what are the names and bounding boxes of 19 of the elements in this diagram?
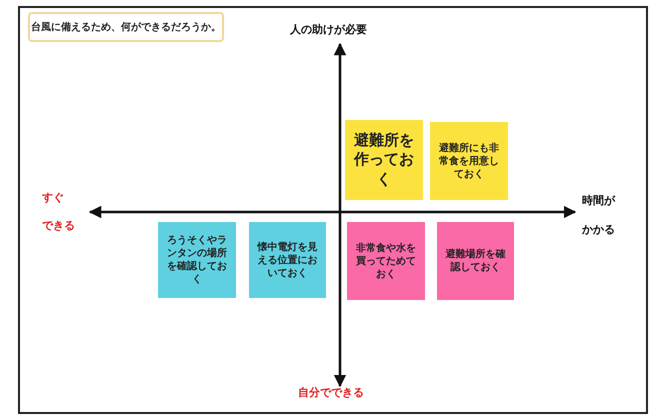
note-text: 非常食や水を買ってためておく — [355, 242, 417, 280]
sticky-note — [347, 222, 425, 300]
axis-label: 自分でできる — [298, 385, 364, 400]
note-text: 避難場所を確認しておく — [444, 248, 506, 274]
sticky-note — [158, 222, 236, 298]
title: 台風に備えるため、何ができるだろうか。 — [28, 12, 224, 42]
axis-label: かかる — [582, 222, 615, 237]
note-text: 避難所を作っておく — [352, 130, 415, 190]
sticky-note — [437, 222, 514, 300]
axis-label: すぐ — [42, 190, 64, 205]
sticky-note — [249, 222, 326, 298]
note-text: 懐中電灯を見える位置においておく — [256, 240, 318, 280]
axis-label: できる — [42, 218, 75, 233]
note-text: 避難所にも非常食を用意しておく — [438, 142, 500, 180]
note-text: ろうそくやランタンの場所を確認しておく — [166, 234, 228, 286]
axis-label: 時間が — [582, 193, 615, 208]
sticky-note — [430, 122, 508, 200]
axis-label: 人の助けが必要 — [290, 22, 367, 37]
sticky-note — [345, 120, 423, 200]
